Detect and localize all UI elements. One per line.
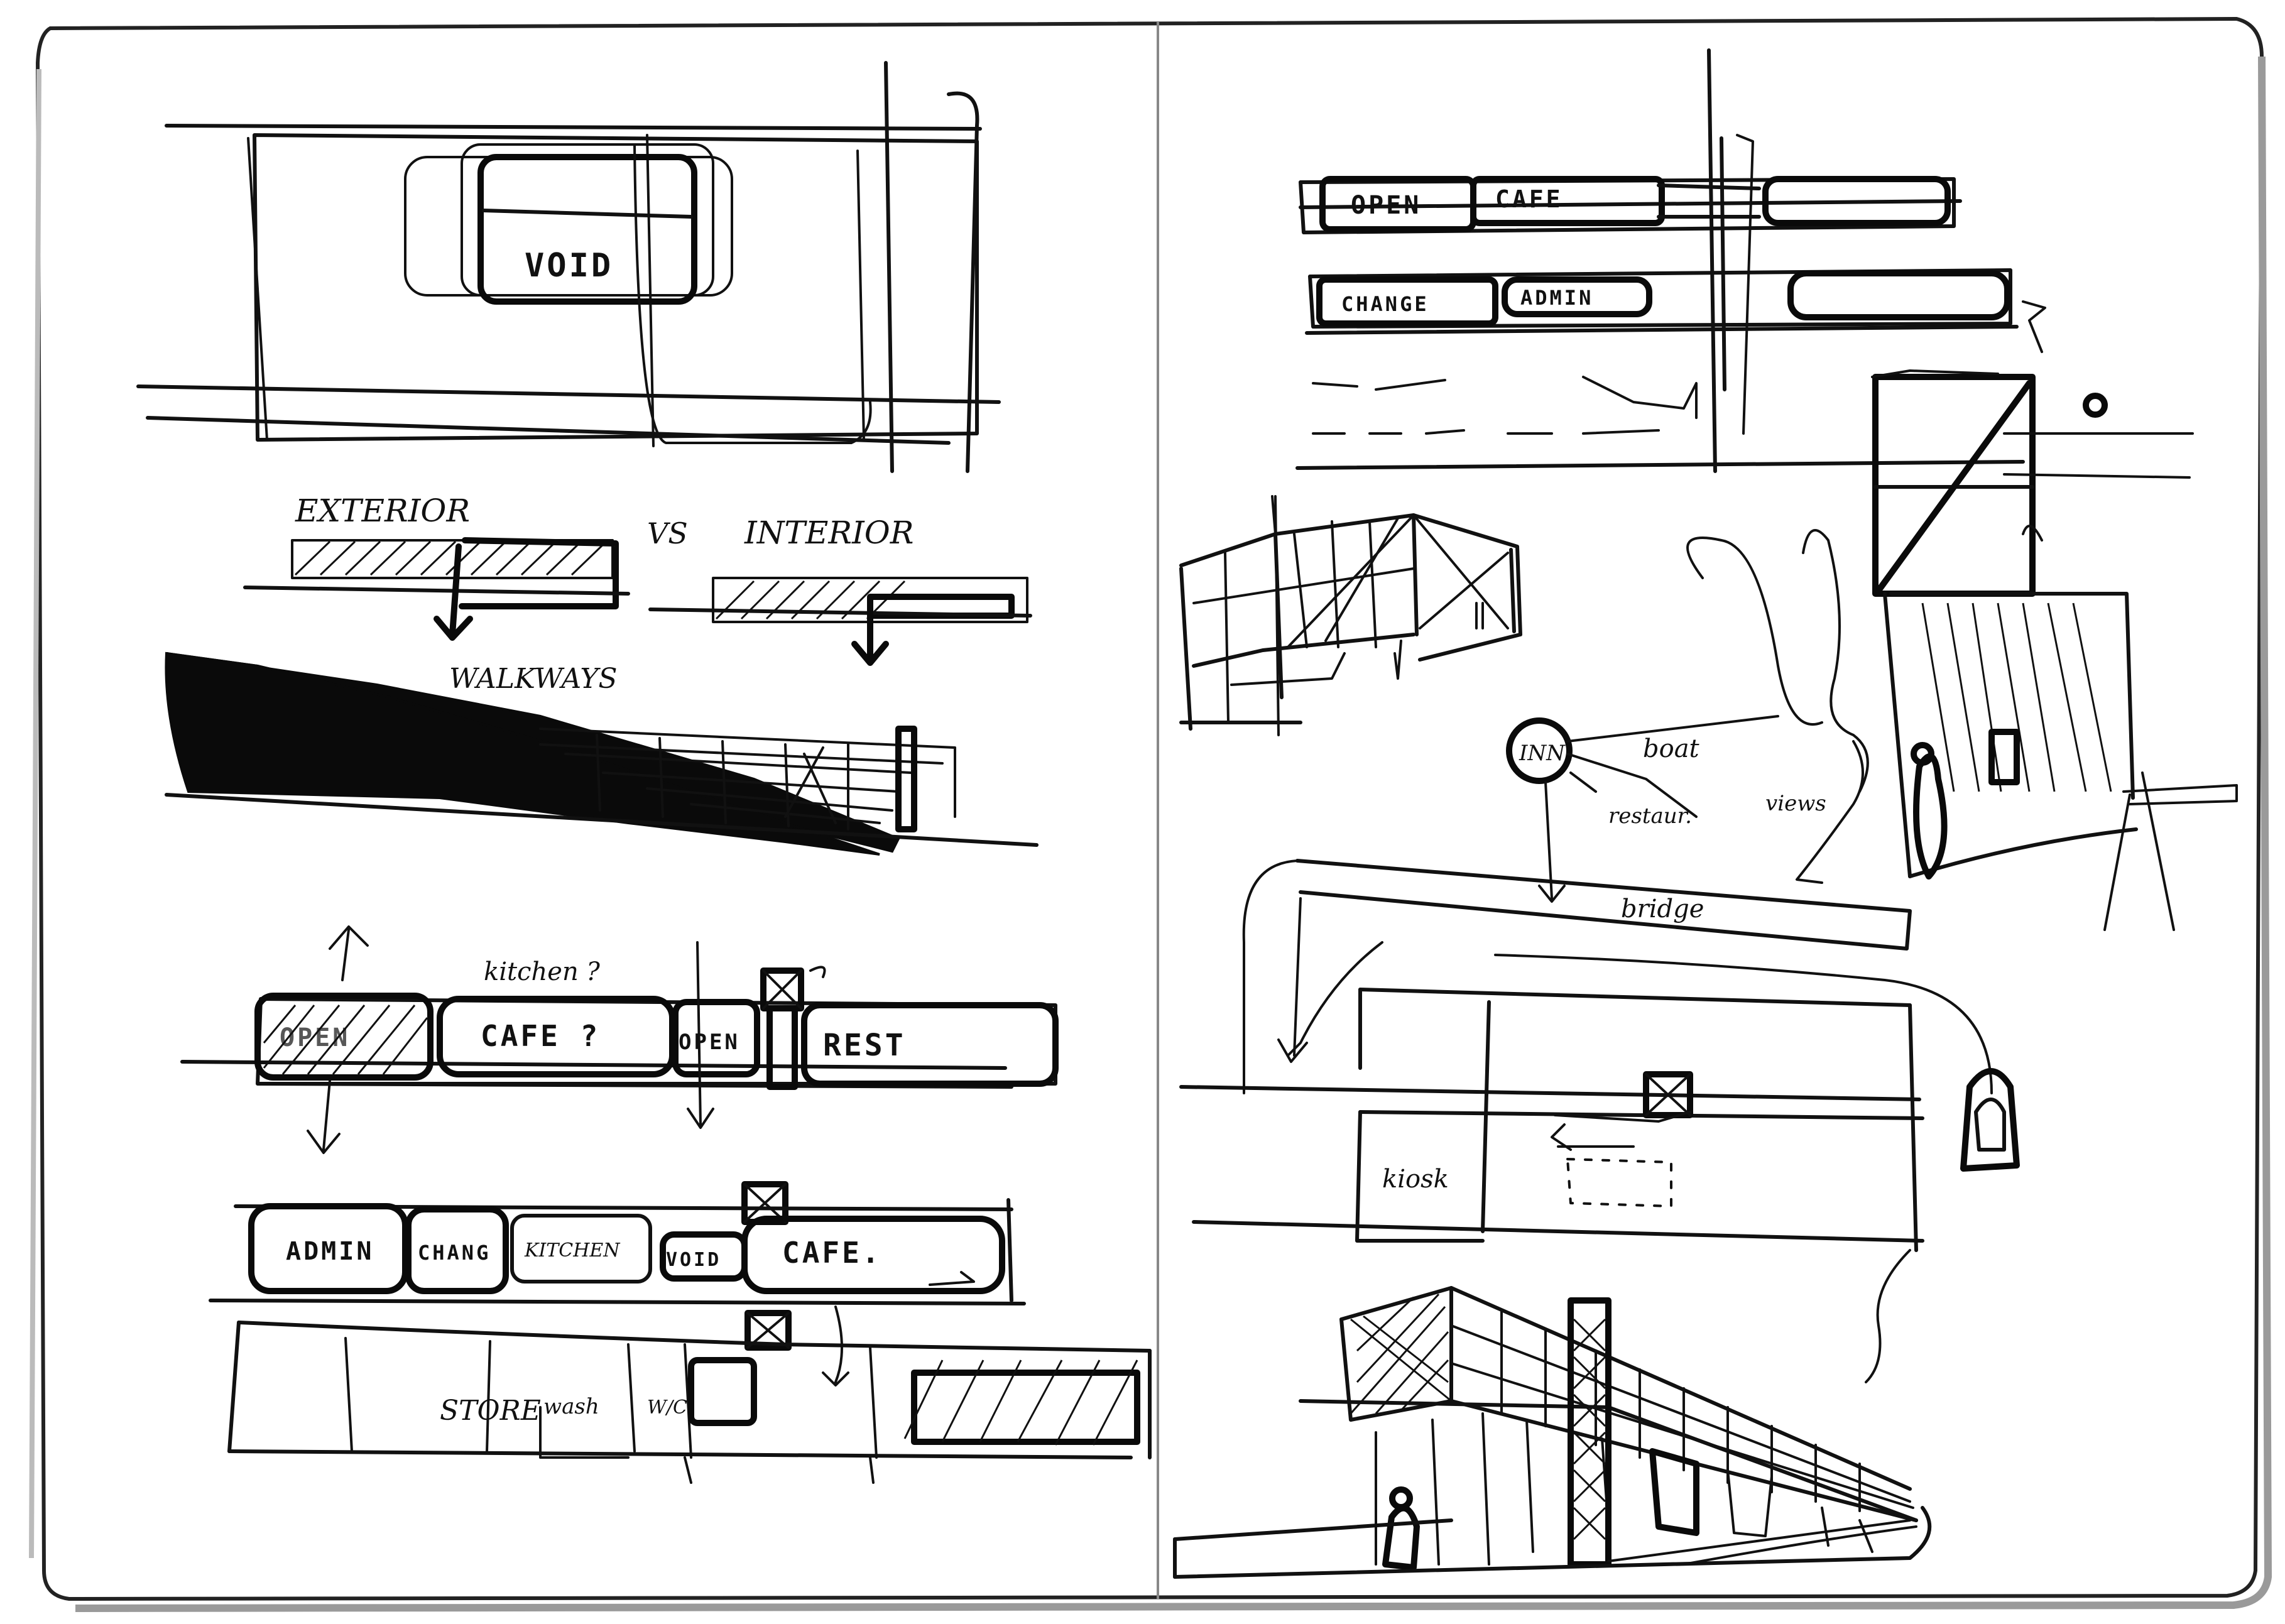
ground-elevation: STORE wash W/C — [227, 1305, 1152, 1484]
walkways-label: WALKWAYS — [449, 663, 618, 695]
change-label-right: CHANGE — [1341, 292, 1429, 316]
kitchen-label: KITCHEN — [524, 1240, 621, 1262]
open-label-1: OPEN — [280, 1023, 350, 1052]
open-label-right: OPEN — [1351, 191, 1421, 220]
void-label-2: VOID — [666, 1249, 721, 1271]
bubble-diagram: INN boat restaur. views — [1506, 529, 1869, 903]
walkways-section: WALKWAYS — [165, 651, 1039, 856]
inn-bubble-label: INN — [1519, 741, 1566, 766]
open-label-2: OPEN — [679, 1030, 740, 1055]
notebook-frame — [29, 16, 2272, 1612]
cafe-label-right: CAFE — [1495, 185, 1563, 213]
bridge-label: bridge — [1621, 895, 1704, 924]
cafe-label-2: CAFE. — [782, 1236, 881, 1270]
admin-label: ADMIN — [286, 1237, 374, 1266]
interior-label: INTERIOR — [744, 515, 913, 551]
wash-label: wash — [543, 1394, 599, 1419]
store-label: STORE — [440, 1395, 541, 1427]
exterior-label: EXTERIOR — [295, 493, 470, 529]
void-label: VOID — [525, 247, 613, 285]
wc-label: W/C — [647, 1397, 687, 1419]
rest-label: REST — [823, 1028, 906, 1063]
kitchen-question-note: kitchen ? — [484, 957, 600, 986]
inn-section — [1871, 369, 2238, 931]
bridge-plan: bridge kiosk — [1179, 859, 2020, 1383]
restaurant-label: restaur. — [1608, 804, 1692, 829]
admin-label-right: ADMIN — [1520, 286, 1593, 310]
plan-with-void: VOID — [136, 61, 1001, 473]
program-strip-2: ADMIN CHANG KITCHEN VOID CAFE. — [209, 1181, 1026, 1305]
bottom-perspective — [1173, 1286, 1932, 1579]
vs-label: VS — [647, 516, 688, 550]
change-label: CHANG — [418, 1241, 491, 1265]
program-strip-1: kitchen ? OPEN CAFE ? OPEN REST — [180, 925, 1059, 1154]
boat-label: boat — [1643, 734, 1700, 763]
right-top-strips: OPEN CAFE CHANGE ADMIN — [1295, 48, 2046, 473]
cafe-label-1: CAFE ? — [481, 1019, 600, 1053]
kiosk-label: kiosk — [1382, 1165, 1449, 1194]
views-label: views — [1765, 791, 1826, 816]
exterior-vs-interior: EXTERIOR VS INTERIOR — [243, 493, 1032, 666]
perspective-frame-top — [1179, 495, 1522, 736]
